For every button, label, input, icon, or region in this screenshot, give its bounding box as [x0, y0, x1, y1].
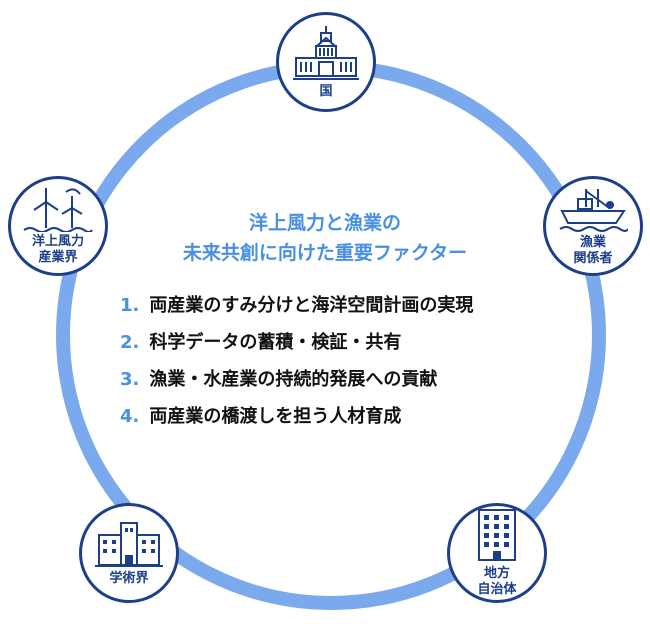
- node-government: 国: [276, 12, 376, 112]
- node-local-government: 地方 自治体: [447, 503, 547, 603]
- node-fishery: 漁業 関係者: [543, 176, 643, 276]
- parliament-building-icon: [293, 26, 359, 80]
- node-label: 漁業 関係者: [573, 235, 613, 266]
- node-label: 学術界: [109, 571, 149, 586]
- factor-text: 漁業・水産業の持続的発展への貢献: [149, 369, 438, 390]
- node-offshore-wind-industry: 洋上風力 産業界: [8, 176, 108, 276]
- factor-number: 1.: [120, 295, 140, 316]
- fishing-boat-icon: [559, 189, 628, 232]
- node-label: 地方 自治体: [477, 566, 517, 597]
- factor-number: 3.: [120, 369, 140, 390]
- factor-item: 4. 両産業の橋渡しを担う人材育成: [120, 398, 560, 435]
- node-label: 洋上風力 産業界: [31, 234, 84, 265]
- factor-text: 科学データの蓄積・検証・共有: [149, 332, 402, 353]
- factor-text: 両産業の橋渡しを担う人材育成: [149, 406, 402, 427]
- university-building-icon: [95, 522, 163, 567]
- node-academia: 学術界: [79, 503, 179, 603]
- factor-item: 3. 漁業・水産業の持続的発展への貢献: [120, 361, 560, 398]
- diagram-title: 洋上風力と漁業の 未来共創に向けた重要ファクター: [182, 212, 468, 264]
- factor-number: 4.: [120, 406, 140, 427]
- factor-list: 1. 両産業のすみ分けと海洋空間計画の実現 2. 科学データの蓄積・検証・共有 3.…: [120, 287, 560, 435]
- node-label: 国: [319, 84, 333, 99]
- factor-number: 2.: [120, 332, 140, 353]
- factor-item: 1. 両産業のすみ分けと海洋空間計画の実現: [120, 287, 560, 324]
- office-building-icon: [478, 509, 516, 561]
- factor-item: 2. 科学データの蓄積・検証・共有: [120, 324, 560, 361]
- wind-turbine-icon: [23, 188, 93, 232]
- factor-text: 両産業のすみ分けと海洋空間計画の実現: [149, 295, 474, 316]
